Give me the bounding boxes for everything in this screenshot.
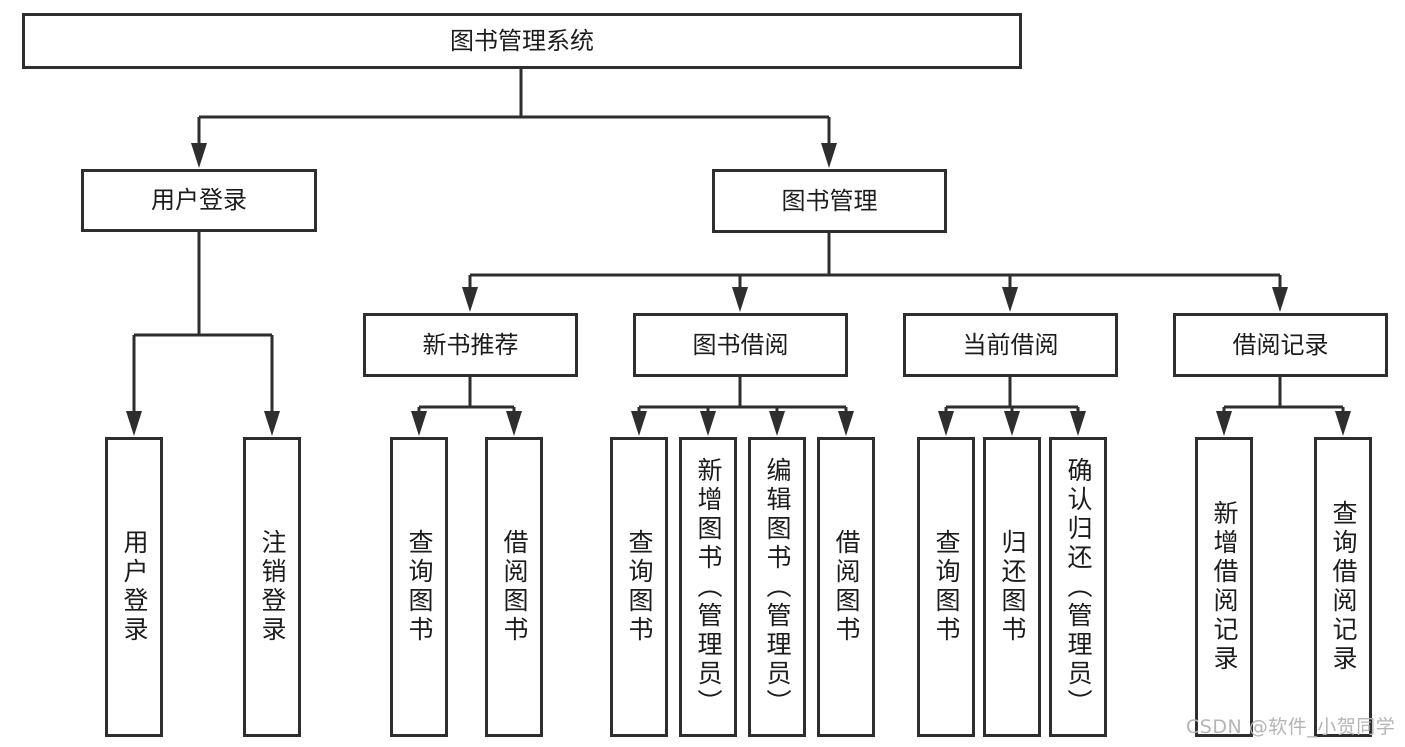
leaf-query-book-2: 查询图书 [610,437,668,737]
arrowhead-icon [1335,411,1351,436]
leaf-borrow-book-1: 借阅图书 [485,437,543,737]
arrowhead-icon [264,411,280,436]
arrowhead-icon [1004,411,1020,436]
connector-root-to-level2 [191,69,837,168]
arrowhead-icon [411,411,427,436]
arrowhead-icon [838,411,854,436]
leaf-logout: 注销登录 [243,437,301,737]
leaf-query-borrow-record: 查询借阅记录 [1314,437,1372,737]
leaf-query-book-1: 查询图书 [390,437,448,737]
node-borrow-record: 借阅记录 [1173,313,1388,377]
connector-borrow-record-branch [1216,377,1351,436]
node-book-borrow: 图书借阅 [633,313,848,377]
arrowhead-icon [1070,411,1086,436]
node-user-login: 用户登录 [81,169,317,232]
leaf-confirm-return-admin: 确认归还（管理员） [1049,437,1107,737]
arrowhead-icon [126,411,142,436]
arrowhead-icon [462,287,478,312]
node-new-book-recommend: 新书推荐 [363,313,578,377]
arrowhead-icon [700,411,716,436]
connector-user-login-branch [126,232,280,436]
leaf-return-book: 归还图书 [983,437,1041,737]
arrowhead-icon [821,143,837,168]
arrowhead-icon [938,411,954,436]
leaf-query-book-3: 查询图书 [917,437,975,737]
node-current-borrow: 当前借阅 [903,313,1118,377]
node-library-management-system: 图书管理系统 [22,13,1022,69]
arrowhead-icon [631,411,647,436]
arrowhead-icon [769,411,785,436]
arrowhead-icon [191,143,207,168]
leaf-add-book-admin: 新增图书（管理员） [679,437,737,737]
arrowhead-icon [732,287,748,312]
leaf-user-login: 用户登录 [105,437,163,737]
arrowhead-icon [1002,287,1018,312]
connector-new-book-branch [411,377,522,436]
arrowhead-icon [506,411,522,436]
connector-book-borrow-branch [631,377,854,436]
connector-book-mgmt-to-level3 [462,233,1288,312]
arrowhead-icon [1272,287,1288,312]
node-book-management: 图书管理 [712,169,947,233]
leaf-add-borrow-record: 新增借阅记录 [1195,437,1253,737]
connector-current-borrow-branch [938,377,1086,436]
arrowhead-icon [1216,411,1232,436]
leaf-edit-book-admin: 编辑图书（管理员） [748,437,806,737]
csdn-watermark: CSDN @软件_小贺同学 [1186,716,1396,738]
leaf-borrow-book-2: 借阅图书 [817,437,875,737]
